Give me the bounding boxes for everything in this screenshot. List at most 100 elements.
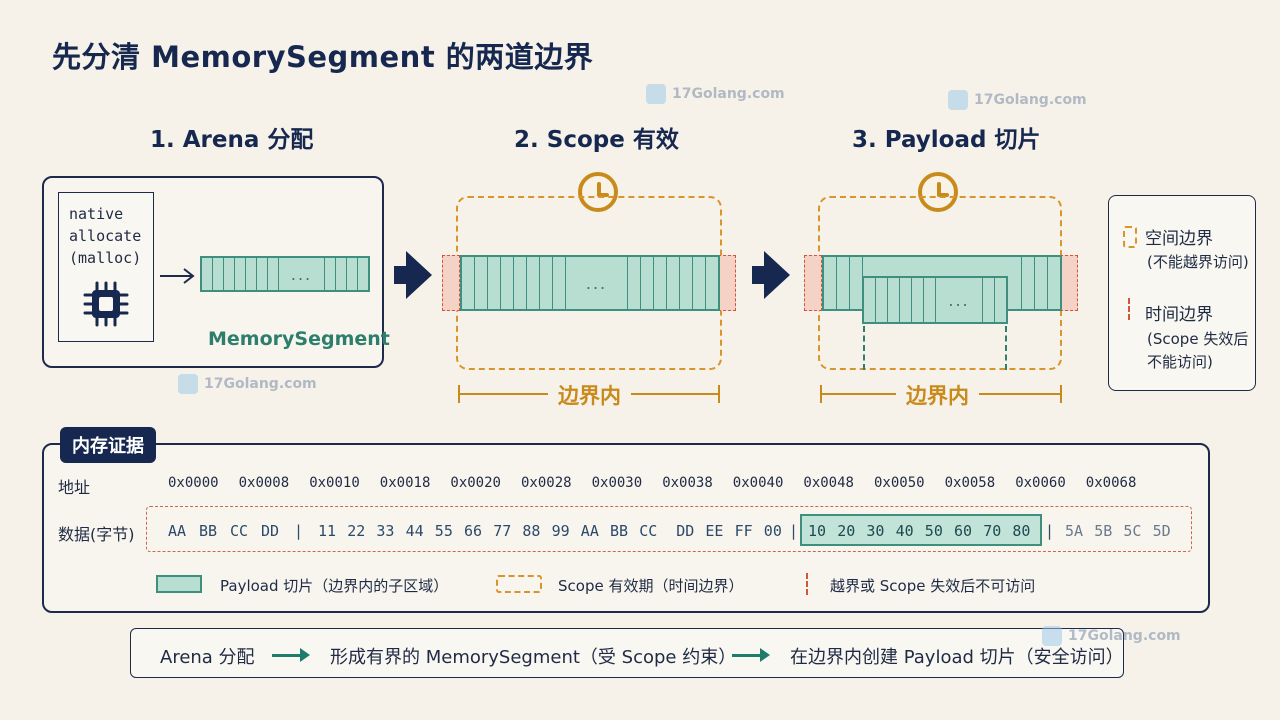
- address-label: 0x0050: [874, 475, 925, 491]
- address-label: 0x0038: [662, 475, 713, 491]
- byte-cell: 11: [318, 522, 337, 540]
- scope-left-oob: [442, 255, 460, 311]
- step-title-scope: 2. Scope 有效: [514, 127, 679, 153]
- byte-cell: 5A: [1065, 522, 1084, 540]
- address-label: 0x0060: [1015, 475, 1066, 491]
- byte-cell: 44: [405, 522, 424, 540]
- payload-slice-ellipsis: ...: [936, 278, 983, 322]
- watermark: 17Golang.com: [948, 90, 1087, 110]
- address-label: 0x0030: [591, 475, 643, 491]
- watermark: 17Golang.com: [178, 374, 317, 394]
- watermark-logo-icon: [948, 90, 968, 110]
- scope-right-oob: [718, 255, 736, 311]
- segment-ellipsis: ...: [279, 258, 325, 290]
- byte-cell: BB: [199, 522, 218, 540]
- watermark-logo-icon: [178, 374, 198, 394]
- clock-icon-2: [918, 172, 958, 212]
- payload-slice-bar: ...: [862, 276, 1008, 324]
- byte-cell: 5C: [1123, 522, 1142, 540]
- time-boundary-swatch: [1128, 298, 1130, 320]
- allocate-arrow-icon: [160, 268, 195, 284]
- scope-legend-swatch: [496, 575, 542, 593]
- oob-legend-text: 越界或 Scope 失效后不可访问: [830, 577, 1036, 595]
- scope-segment-bar: ...: [460, 255, 720, 311]
- payload-range-label: 边界内: [896, 380, 979, 410]
- flow-arrow-1-stem: [394, 266, 408, 284]
- byte-separator: |: [294, 522, 304, 540]
- address-row-label: 地址: [58, 478, 91, 497]
- flow-arrow-2-icon: [764, 251, 790, 299]
- flow-step-1: Arena 分配: [160, 647, 255, 668]
- payload-legend-text: Payload 切片（边界内的子区域）: [220, 577, 449, 595]
- byte-cell: 88: [522, 522, 541, 540]
- clock-icon: [578, 172, 618, 212]
- memory-segment-label: MemorySegment: [208, 328, 390, 350]
- payload-byte-cell: 80: [1012, 522, 1031, 540]
- payload-byte-cell: 30: [866, 522, 885, 540]
- time-boundary-sub-2: 不能访问): [1147, 353, 1213, 371]
- address-label: 0x0028: [521, 475, 572, 491]
- flow-step-3: 在边界内创建 Payload 切片（安全访问）: [790, 647, 1124, 668]
- time-boundary-sub-1: (Scope 失效后: [1147, 330, 1249, 348]
- byte-cell: 22: [347, 522, 366, 540]
- address-label: 0x0018: [379, 475, 431, 491]
- byte-cell: 77: [493, 522, 512, 540]
- native-allocate-box: native allocate (malloc): [58, 192, 154, 342]
- space-boundary-swatch: [1123, 226, 1137, 248]
- byte-cell: 55: [434, 522, 453, 540]
- payload-byte-cell: 10: [808, 522, 827, 540]
- scope-segment-ellipsis: ...: [566, 257, 628, 309]
- memory-segment-bar: ...: [200, 256, 370, 292]
- watermark-logo-icon: [646, 84, 666, 104]
- flow-bar: [130, 628, 1124, 678]
- address-label: 0x0000: [168, 475, 219, 491]
- flow-arrow-1-icon: [406, 251, 432, 299]
- payload-left-oob: [804, 255, 822, 311]
- byte-cell: CC: [639, 522, 658, 540]
- oob-legend-swatch: [806, 573, 808, 595]
- slice-guide-left: [863, 326, 865, 370]
- byte-cell: DD: [676, 522, 695, 540]
- memory-evidence-tag: 内存证据: [60, 427, 156, 463]
- byte-cell: DD: [261, 522, 280, 540]
- address-label: 0x0020: [450, 475, 501, 491]
- step-title-arena: 1. Arena 分配: [150, 127, 314, 153]
- flow-arrow-b-line: [732, 654, 762, 657]
- flow-step-2: 形成有界的 MemorySegment（受 Scope 约束）: [330, 647, 737, 668]
- payload-byte-cell: 40: [895, 522, 914, 540]
- data-row-label: 数据(字节): [58, 525, 135, 544]
- address-label: 0x0008: [238, 475, 290, 491]
- boundary-legend-box: 空间边界 (不能越界访问) 时间边界 (Scope 失效后 不能访问): [1108, 195, 1256, 391]
- scope-legend-text: Scope 有效期（时间边界）: [558, 577, 744, 595]
- native-line-1: native: [69, 205, 124, 223]
- flow-arrow-b-icon: [760, 648, 770, 662]
- byte-cell: 00: [763, 522, 782, 540]
- payload-legend-swatch: [156, 575, 202, 593]
- payload-right-oob: [1060, 255, 1078, 311]
- step-title-payload: 3. Payload 切片: [852, 127, 1041, 153]
- payload-byte-cell: 60: [954, 522, 973, 540]
- payload-bytes-highlight: [800, 514, 1042, 546]
- space-boundary-title: 空间边界: [1145, 229, 1213, 249]
- native-line-2: allocate: [69, 227, 142, 245]
- payload-byte-cell: 20: [837, 522, 856, 540]
- flow-arrow-a-icon: [300, 648, 310, 662]
- byte-cell: 33: [376, 522, 395, 540]
- payload-byte-cell: 70: [983, 522, 1002, 540]
- address-label: 0x0010: [309, 475, 360, 491]
- byte-separator: |: [1045, 522, 1055, 540]
- byte-cell: AA: [168, 522, 187, 540]
- byte-cell: AA: [580, 522, 599, 540]
- byte-cell: FF: [734, 522, 753, 540]
- watermark: 17Golang.com: [646, 84, 785, 104]
- address-label: 0x0068: [1085, 475, 1137, 491]
- payload-byte-cell: 50: [924, 522, 943, 540]
- watermark-logo-icon: [1042, 626, 1062, 646]
- watermark: 17Golang.com: [1042, 626, 1181, 646]
- byte-cell: 5B: [1094, 522, 1113, 540]
- byte-cell: EE: [705, 522, 724, 540]
- native-line-3: (malloc): [69, 249, 142, 267]
- slice-guide-right: [1005, 326, 1007, 370]
- data-row-frame: [146, 506, 1192, 552]
- byte-cell: CC: [230, 522, 249, 540]
